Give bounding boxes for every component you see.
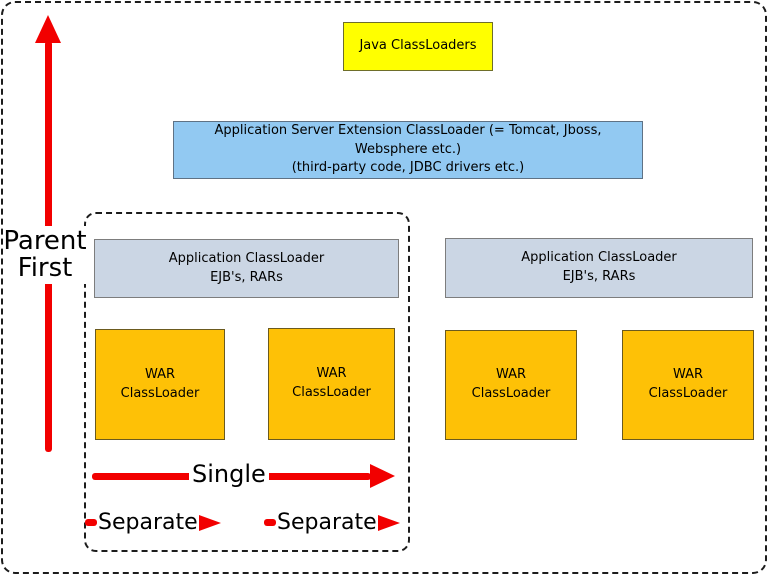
war-classloader-box-2: WAR ClassLoader [268,328,395,440]
separate-annotation-1: Separate [85,510,221,535]
war-classloader-box-1: WAR ClassLoader [95,329,225,440]
app-server-extension-box: Application Server Extension ClassLoader… [173,121,643,179]
separate-label-2: Separate [277,510,377,535]
separate-label-1: Separate [98,510,198,535]
parent-first-label: Parent First [3,226,87,284]
deployment-scope-dashed-box [84,212,410,552]
separate-annotation-2: Separate [264,510,400,535]
right-arrow-icon [370,464,395,488]
right-arrowhead-icon [377,514,400,531]
app-classloader-box-left: Application ClassLoader EJB's, RARs [94,239,399,298]
single-label: Single [189,460,269,488]
war-classloader-box-4: WAR ClassLoader [622,330,754,440]
java-classloaders-box: Java ClassLoaders [343,22,493,71]
up-arrow-icon [35,15,61,43]
dash-icon [264,519,276,526]
right-arrowhead-icon [198,514,221,531]
dash-icon [85,519,97,526]
app-classloader-box-right: Application ClassLoader EJB's, RARs [445,238,753,298]
war-classloader-box-3: WAR ClassLoader [445,330,577,440]
